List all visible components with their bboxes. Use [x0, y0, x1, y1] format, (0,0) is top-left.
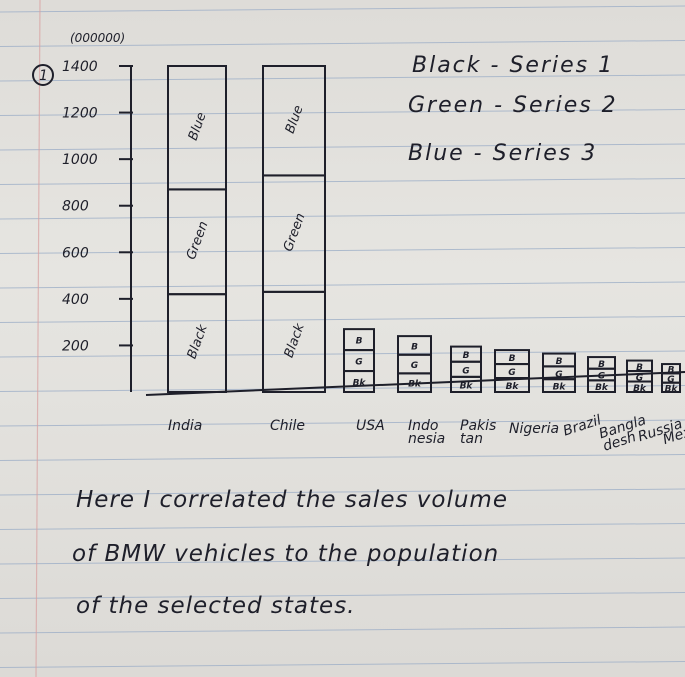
bar-segment-label: B	[356, 337, 363, 347]
ruled-line	[0, 385, 685, 392]
marker-number: 1	[39, 68, 48, 84]
bar-segment	[450, 345, 482, 363]
bar-segment-label: B	[509, 354, 516, 364]
x-category-label: nesia	[408, 431, 445, 447]
ruled-line	[0, 5, 685, 13]
bar-segment	[262, 65, 326, 177]
bar-segment-label: Bk	[553, 383, 567, 393]
bar-segment	[542, 352, 576, 368]
margin-line	[35, 0, 41, 677]
bar-segment-label: B	[556, 357, 563, 367]
bar-segment	[587, 356, 616, 370]
bar-segment-label: Bk	[460, 381, 474, 391]
legend: Black - Series 1 Green - Series 2 Blue -…	[408, 53, 618, 166]
bar-segment-label: Bk	[353, 379, 367, 389]
bar-segment-label: Green	[281, 211, 309, 253]
ruled-line	[0, 488, 685, 496]
ruled-line	[0, 109, 685, 116]
ruled-line	[0, 523, 685, 530]
bar-segment-label: Bk	[633, 384, 647, 394]
y-tick-label: 800	[62, 199, 89, 215]
x-category-label: Pakis	[460, 418, 496, 434]
y-tick-label: 400	[62, 292, 89, 308]
y-axis: 200 400 600 800 1000 1200 1400	[62, 59, 685, 396]
bar-segment-label: Blue	[283, 103, 307, 135]
y-tick-label: 1200	[62, 106, 98, 122]
bar-segment-label: Bk	[665, 384, 679, 394]
bar-segment-label: G	[555, 370, 562, 380]
bar-segment-label: G	[636, 373, 643, 383]
bar-segment-label: B	[411, 342, 418, 352]
bar-segment-label: B	[463, 351, 470, 361]
x-category-label: Brazil	[561, 412, 603, 439]
marker-circle	[32, 64, 54, 86]
bar-segment	[494, 349, 530, 366]
ruled-line	[0, 350, 685, 358]
bar-segment-label: Bk	[595, 383, 609, 393]
note-line-1: Here I correlated the sales volume	[76, 487, 508, 513]
ruled-line	[0, 178, 685, 185]
bar-segment-label: Bk	[506, 382, 520, 392]
legend-item-1: Black - Series 1	[412, 53, 614, 78]
bar-segment-label: G	[598, 372, 605, 382]
x-category-label: tan	[460, 431, 483, 447]
x-axis-line	[145, 371, 685, 396]
ruled-line	[0, 247, 685, 254]
ruled-line	[0, 281, 685, 289]
bar-segment-label: B	[668, 366, 675, 376]
y-tick-label: 1400	[62, 59, 98, 75]
y-tick-label: 200	[62, 338, 89, 354]
bar-segment	[397, 335, 432, 356]
x-category-label: Chile	[270, 418, 305, 434]
bar-segment	[343, 328, 375, 352]
ruled-line	[0, 557, 685, 565]
ruled-line	[0, 74, 685, 82]
bar-segment-label: Green	[184, 219, 212, 261]
ruled-line	[0, 592, 685, 599]
x-category-label: Nigeria	[509, 421, 559, 437]
bar-segment-label: B	[636, 363, 643, 373]
handwritten-note: Here I correlated the sales volume of BM…	[72, 487, 508, 619]
bar-segment-label: Bk	[408, 380, 422, 390]
axis-unit-label: (000000)	[70, 31, 125, 45]
note-line-3: of the selected states.	[76, 593, 356, 619]
y-tick-label: 600	[62, 245, 89, 261]
ruled-line	[0, 454, 685, 461]
x-category-label: India	[168, 418, 202, 434]
bar-segment	[626, 359, 653, 373]
bar-segment-label: B	[598, 360, 605, 370]
ruled-line	[0, 40, 685, 47]
bar-segment	[661, 363, 681, 375]
ruled-line	[0, 626, 685, 634]
x-category-label: Indo	[408, 418, 438, 434]
bar-segment-label: Blue	[186, 110, 210, 142]
bar-segment-label: G	[508, 368, 515, 378]
note-line-2: of BMW vehicles to the population	[72, 541, 499, 567]
legend-item-2: Green - Series 2	[408, 93, 618, 118]
ruled-line	[0, 143, 685, 151]
bar-segment-label: G	[667, 375, 674, 385]
bar-segment	[167, 65, 227, 191]
figure-marker: 1	[32, 64, 54, 86]
ruled-line	[0, 316, 685, 323]
bar-segment-label: G	[462, 366, 469, 376]
legend-item-3: Blue - Series 3	[408, 141, 597, 166]
y-tick-label: 1000	[62, 152, 98, 168]
ruled-line	[0, 212, 685, 220]
ruled-line	[0, 419, 685, 427]
bar-segment-label: G	[355, 358, 362, 368]
x-category-label: USA	[356, 418, 385, 434]
bar-segment-label: G	[411, 361, 418, 371]
ruled-line	[0, 661, 685, 668]
